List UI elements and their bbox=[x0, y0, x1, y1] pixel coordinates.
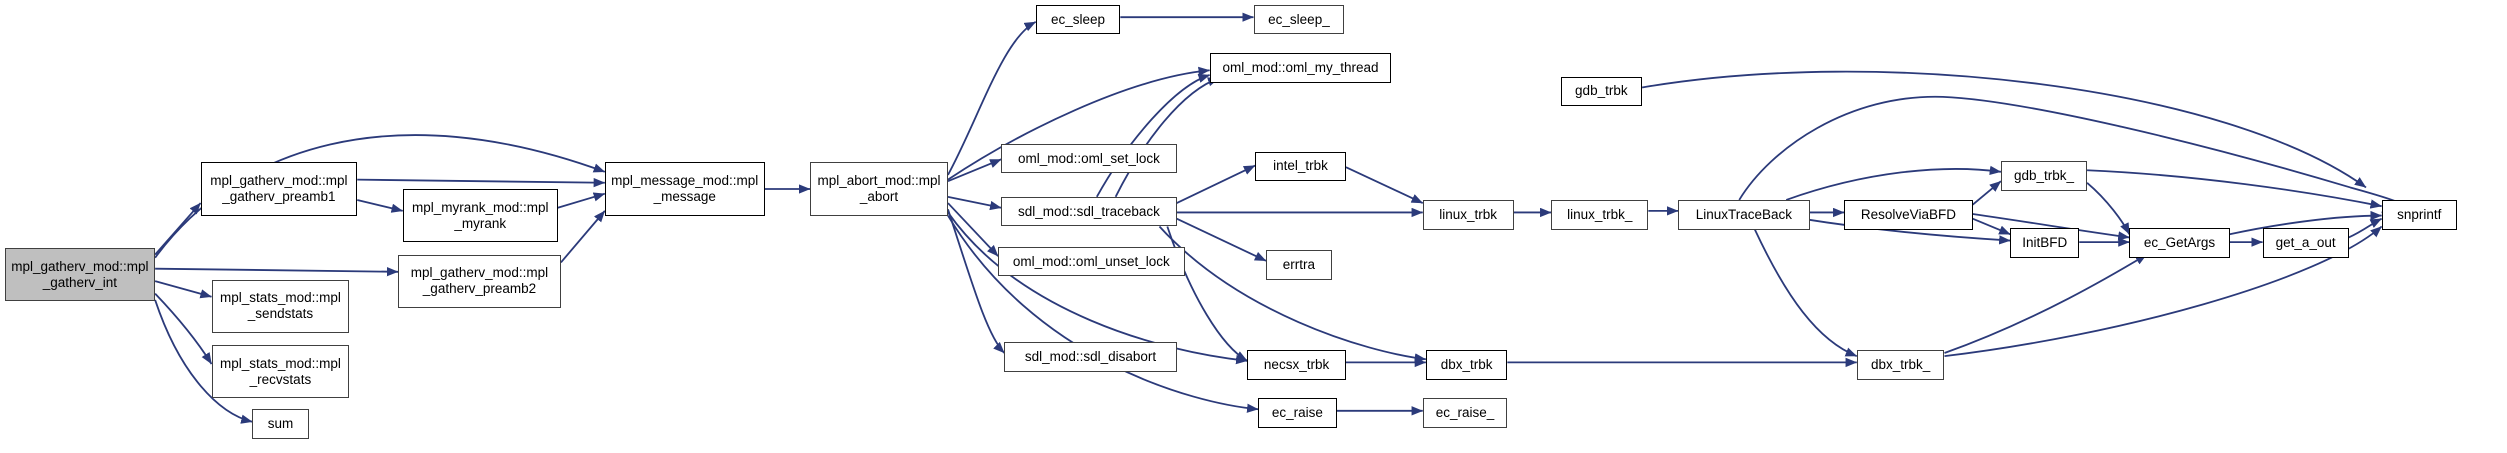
graph-edge-n16-to-n21 bbox=[1345, 166, 1424, 204]
graph-node-n23[interactable]: gdb_trbk bbox=[1560, 76, 1643, 107]
graph-node-n27[interactable]: gdb_trbk_ bbox=[2000, 160, 2088, 191]
graph-node-n28[interactable]: InitBFD bbox=[2010, 228, 2080, 258]
graph-edge-n8-to-n19 bbox=[947, 215, 1259, 413]
graph-edge-n30-to-n32 bbox=[2229, 210, 2383, 236]
graph-edge-n5-to-n7 bbox=[557, 192, 606, 209]
graph-node-n26[interactable]: ResolveViaBFD bbox=[1844, 199, 1973, 230]
graph-edge-n0-to-n6 bbox=[155, 266, 399, 277]
graph-edge-n8-to-n9 bbox=[947, 21, 1037, 176]
graph-node-n30[interactable]: ec_GetArgs bbox=[2129, 228, 2230, 258]
graph-node-n10[interactable]: ec_sleep_ bbox=[1253, 4, 1345, 35]
graph-edge-n27-to-n30 bbox=[2086, 182, 2131, 235]
graph-edge-n25-to-n27 bbox=[1785, 165, 2002, 201]
graph-edge-n26-to-n27 bbox=[1972, 180, 2002, 206]
graph-edge-n0-to-n4 bbox=[154, 299, 253, 424]
graph-edge-n0-to-n7 bbox=[154, 134, 606, 259]
graph-node-n22[interactable]: dbx_trbk bbox=[1425, 349, 1508, 380]
graph-node-n11[interactable]: oml_mod::oml_my_thread bbox=[1209, 53, 1392, 83]
graph-node-n15[interactable]: sdl_mod::sdl_disabort bbox=[1004, 342, 1177, 372]
graph-node-n4[interactable]: sum bbox=[252, 409, 309, 439]
graph-node-n17[interactable]: errtra bbox=[1266, 249, 1332, 280]
graph-edge-n6-to-n7 bbox=[560, 210, 606, 264]
graph-edge-n29-to-n30 bbox=[1944, 253, 2148, 354]
edges bbox=[154, 12, 2407, 424]
graph-edge-n13-to-n11 bbox=[1114, 77, 1220, 198]
graph-node-n13[interactable]: sdl_mod::sdl_traceback bbox=[1001, 196, 1177, 227]
graph-node-n9[interactable]: ec_sleep bbox=[1035, 4, 1121, 35]
graph-edge-n8-to-n18 bbox=[947, 211, 1248, 365]
graph-edge-n13-to-n16 bbox=[1176, 164, 1256, 204]
graph-node-n21[interactable]: linux_trbk bbox=[1422, 199, 1514, 230]
graph-node-n24[interactable]: linux_trbk_ bbox=[1551, 199, 1649, 230]
graph-edge-n26-to-n30 bbox=[1972, 213, 2130, 241]
graph-node-n12[interactable]: oml_mod::oml_set_lock bbox=[1001, 143, 1177, 174]
graph-edge-n1-to-n7 bbox=[357, 177, 606, 188]
graph-node-n5[interactable]: mpl_myrank_mod::mpl _myrank bbox=[402, 189, 558, 243]
graph-edge-n26-to-n28 bbox=[1972, 217, 2011, 236]
graph-edge-n23-to-n32 bbox=[1641, 70, 2367, 189]
graph-edge-n1-to-n5 bbox=[357, 199, 404, 213]
graph-node-n19[interactable]: ec_raise bbox=[1258, 398, 1337, 428]
graph-node-n3[interactable]: mpl_stats_mod::mpl _recvstats bbox=[211, 345, 350, 399]
graph-edge-n25-to-n23 bbox=[1738, 95, 2407, 217]
graph-node-n29[interactable]: dbx_trbk_ bbox=[1856, 349, 1945, 380]
graph-node-n14[interactable]: oml_mod::oml_unset_lock bbox=[998, 246, 1185, 277]
graph-node-n8[interactable]: mpl_abort_mod::mpl _abort bbox=[810, 162, 948, 216]
graph-edge-n8-to-n11 bbox=[947, 66, 1210, 181]
graph-edge-n31-to-n32 bbox=[2348, 217, 2383, 239]
graph-edge-n25-to-n28 bbox=[1801, 217, 2011, 245]
graph-node-n7[interactable]: mpl_message_mod::mpl _message bbox=[604, 162, 765, 216]
graph-edge-n8-to-n13 bbox=[947, 195, 1002, 211]
graph-node-n16[interactable]: intel_trbk bbox=[1255, 151, 1346, 182]
graph-edge-n8-to-n12 bbox=[947, 158, 1002, 183]
graph-node-n25[interactable]: LinuxTraceBack bbox=[1678, 199, 1810, 230]
graph-edge-n13-to-n11 bbox=[1096, 73, 1210, 198]
graph-edge-n25-to-n29 bbox=[1754, 229, 1858, 357]
graph-node-n32[interactable]: snprintf bbox=[2381, 199, 2457, 230]
graph-node-n6[interactable]: mpl_gatherv_mod::mpl _gatherv_preamb2 bbox=[397, 254, 561, 308]
graph-node-n18[interactable]: necsx_trbk bbox=[1247, 349, 1346, 380]
graph-edge-n0-to-n3 bbox=[154, 293, 213, 365]
graph-edge-n13-to-n17 bbox=[1176, 217, 1267, 262]
graph-node-n20[interactable]: ec_raise_ bbox=[1422, 398, 1508, 428]
graph-edge-n8-to-n14 bbox=[947, 202, 999, 257]
graph-node-n2[interactable]: mpl_stats_mod::mpl _sendstats bbox=[211, 279, 350, 333]
graph-edge-n8-to-n15 bbox=[947, 209, 1006, 354]
graph-edge-n0-to-n1 bbox=[154, 202, 202, 256]
graph-edge-n13-to-n22 bbox=[1158, 225, 1427, 363]
graph-node-n31[interactable]: get_a_out bbox=[2262, 228, 2349, 258]
graph-edge-n0-to-n2 bbox=[154, 280, 212, 299]
graph-edge-n27-to-n32 bbox=[2087, 169, 2383, 209]
graph-node-n1[interactable]: mpl_gatherv_mod::mpl _gatherv_preamb1 bbox=[200, 162, 358, 216]
graph-node-n0[interactable]: mpl_gatherv_mod::mpl _gatherv_int bbox=[4, 248, 156, 302]
